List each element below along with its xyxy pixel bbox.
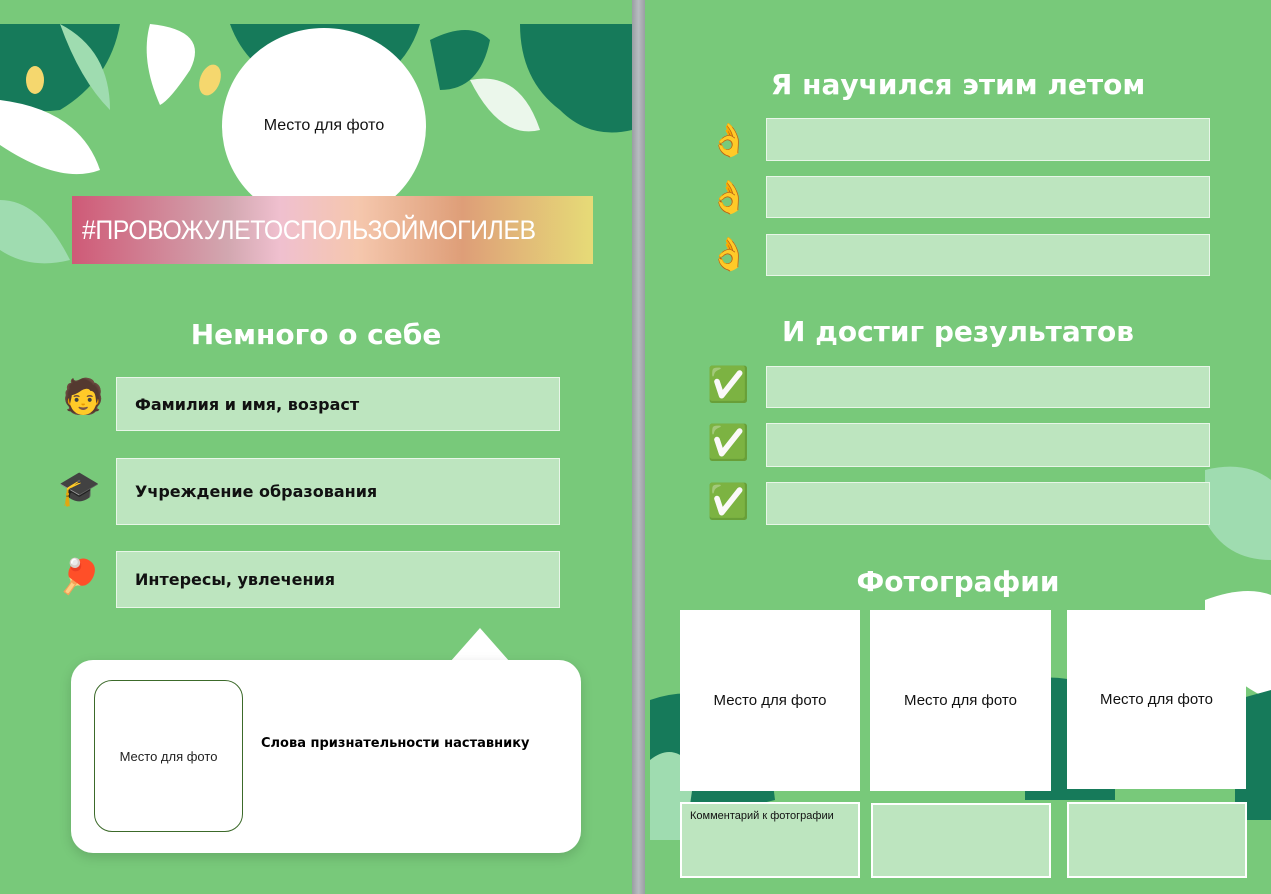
check-mark-emoji-icon: ✅ — [707, 483, 750, 521]
name-age-field[interactable]: Фамилия и имя, возраст — [116, 377, 560, 431]
page-divider — [632, 0, 645, 894]
field-label: Фамилия и имя, возраст — [135, 394, 360, 414]
about-title: Немного о себе — [190, 318, 442, 351]
photo-placeholder-2[interactable]: Место для фото — [870, 610, 1051, 791]
check-mark-emoji-icon: ✅ — [707, 424, 750, 462]
person-emoji-icon: 🧑 — [62, 378, 105, 416]
learned-field-1[interactable] — [766, 118, 1210, 161]
interests-field[interactable]: Интересы, увлечения — [116, 551, 560, 608]
results-title: И достиг результатов — [782, 315, 1134, 348]
photo-placeholder-label: Место для фото — [713, 692, 827, 709]
result-field-1[interactable] — [766, 366, 1210, 408]
hashtag-banner: #ПРОВОЖУЛЕТОСПОЛЬЗОЙМОГИЛЕВ — [72, 196, 593, 264]
check-mark-emoji-icon: ✅ — [707, 366, 750, 404]
hashtag-text: #ПРОВОЖУЛЕТОСПОЛЬЗОЙМОГИЛЕВ — [82, 214, 536, 245]
ping-pong-emoji-icon: 🏓 — [58, 558, 101, 596]
bubble-tip — [450, 628, 510, 662]
comment-text: Комментарий к фотографии — [690, 810, 834, 822]
education-field[interactable]: Учреждение образования — [116, 458, 560, 525]
learned-field-3[interactable] — [766, 234, 1210, 276]
photos-title: Фотографии — [856, 565, 1060, 598]
learned-title: Я научился этим летом — [770, 68, 1146, 101]
graduation-cap-emoji-icon: 🎓 — [58, 470, 101, 508]
photo-placeholder-3[interactable]: Место для фото — [1067, 610, 1246, 789]
field-label: Учреждение образования — [135, 482, 378, 501]
photo-placeholder-label: Место для фото — [1100, 691, 1213, 708]
ok-hand-emoji-icon: 👌 — [709, 122, 749, 158]
photo-comment-3[interactable] — [1067, 802, 1247, 878]
mentor-speech-bubble: Место для фото Слова признательности нас… — [71, 660, 581, 853]
mentor-gratitude-text[interactable]: Слова признательности наставнику — [261, 736, 530, 751]
left-page: Место для фото #ПРОВОЖУЛЕТОСПОЛЬЗОЙМОГИЛ… — [0, 0, 632, 894]
ok-hand-emoji-icon: 👌 — [709, 179, 749, 215]
photo-comment-1[interactable]: Комментарий к фотографии — [680, 802, 860, 878]
ok-hand-emoji-icon: 👌 — [709, 236, 749, 272]
photo-placeholder-label: Место для фото — [263, 117, 385, 134]
right-page: Я научился этим летом 👌 👌 👌 И достиг рез… — [645, 0, 1271, 894]
profile-photo-placeholder[interactable]: Место для фото — [222, 28, 426, 224]
field-label: Интересы, увлечения — [135, 570, 335, 589]
photo-placeholder-label: Место для фото — [904, 692, 1017, 709]
result-field-3[interactable] — [766, 482, 1210, 525]
photo-comment-2[interactable] — [871, 803, 1051, 878]
photo-placeholder-1[interactable]: Место для фото — [680, 610, 860, 791]
photo-placeholder-label: Место для фото — [119, 748, 218, 764]
mentor-photo-placeholder[interactable]: Место для фото — [94, 680, 243, 832]
learned-field-2[interactable] — [766, 176, 1210, 218]
result-field-2[interactable] — [766, 423, 1210, 467]
